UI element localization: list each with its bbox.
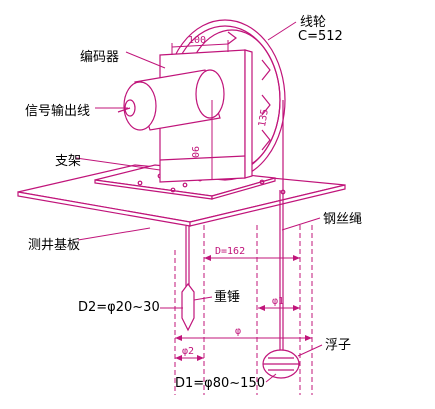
dim-100: 100 — [171, 35, 229, 55]
label-bracket: 支架 — [55, 154, 82, 169]
dim-phi-label: φ — [235, 326, 241, 337]
wire-rope — [279, 100, 284, 352]
label-pulley-count: C=512 — [298, 29, 343, 44]
weight-assembly — [181, 226, 195, 332]
label-signal-line: 信号输出线 — [25, 104, 91, 119]
leader-lines — [75, 21, 323, 383]
label-float: 浮子 — [325, 338, 352, 353]
label-base-plate: 测井基板 — [28, 238, 81, 253]
encoder-cylinder — [117, 69, 225, 131]
dim-phi1-label: φ1 — [272, 296, 284, 307]
label-d2: D2=φ20~30 — [78, 300, 160, 315]
dim-90-label: 90 — [189, 146, 200, 158]
dim-phi1: φ1 — [258, 296, 300, 311]
label-wire-rope: 钢丝绳 — [323, 212, 363, 227]
label-pulley: 线轮 — [300, 15, 327, 30]
label-weight: 重锤 — [214, 290, 241, 305]
center-lines — [174, 225, 313, 395]
dim-90: 90 — [189, 100, 213, 180]
label-d1: D1=φ80~150 — [175, 376, 265, 391]
label-encoder: 编码器 — [80, 50, 120, 65]
dim-100-label: 100 — [188, 35, 206, 46]
dim-phi2-label: φ2 — [182, 346, 194, 357]
dim-d162: D=162 — [204, 246, 300, 261]
dim-135-label: 135 — [257, 108, 271, 128]
dim-phi2: φ2 — [175, 346, 204, 361]
dim-d162-label: D=162 — [215, 246, 245, 257]
float — [262, 349, 300, 379]
dim-135: 135 — [257, 108, 271, 128]
dim-phi: φ — [175, 326, 312, 341]
